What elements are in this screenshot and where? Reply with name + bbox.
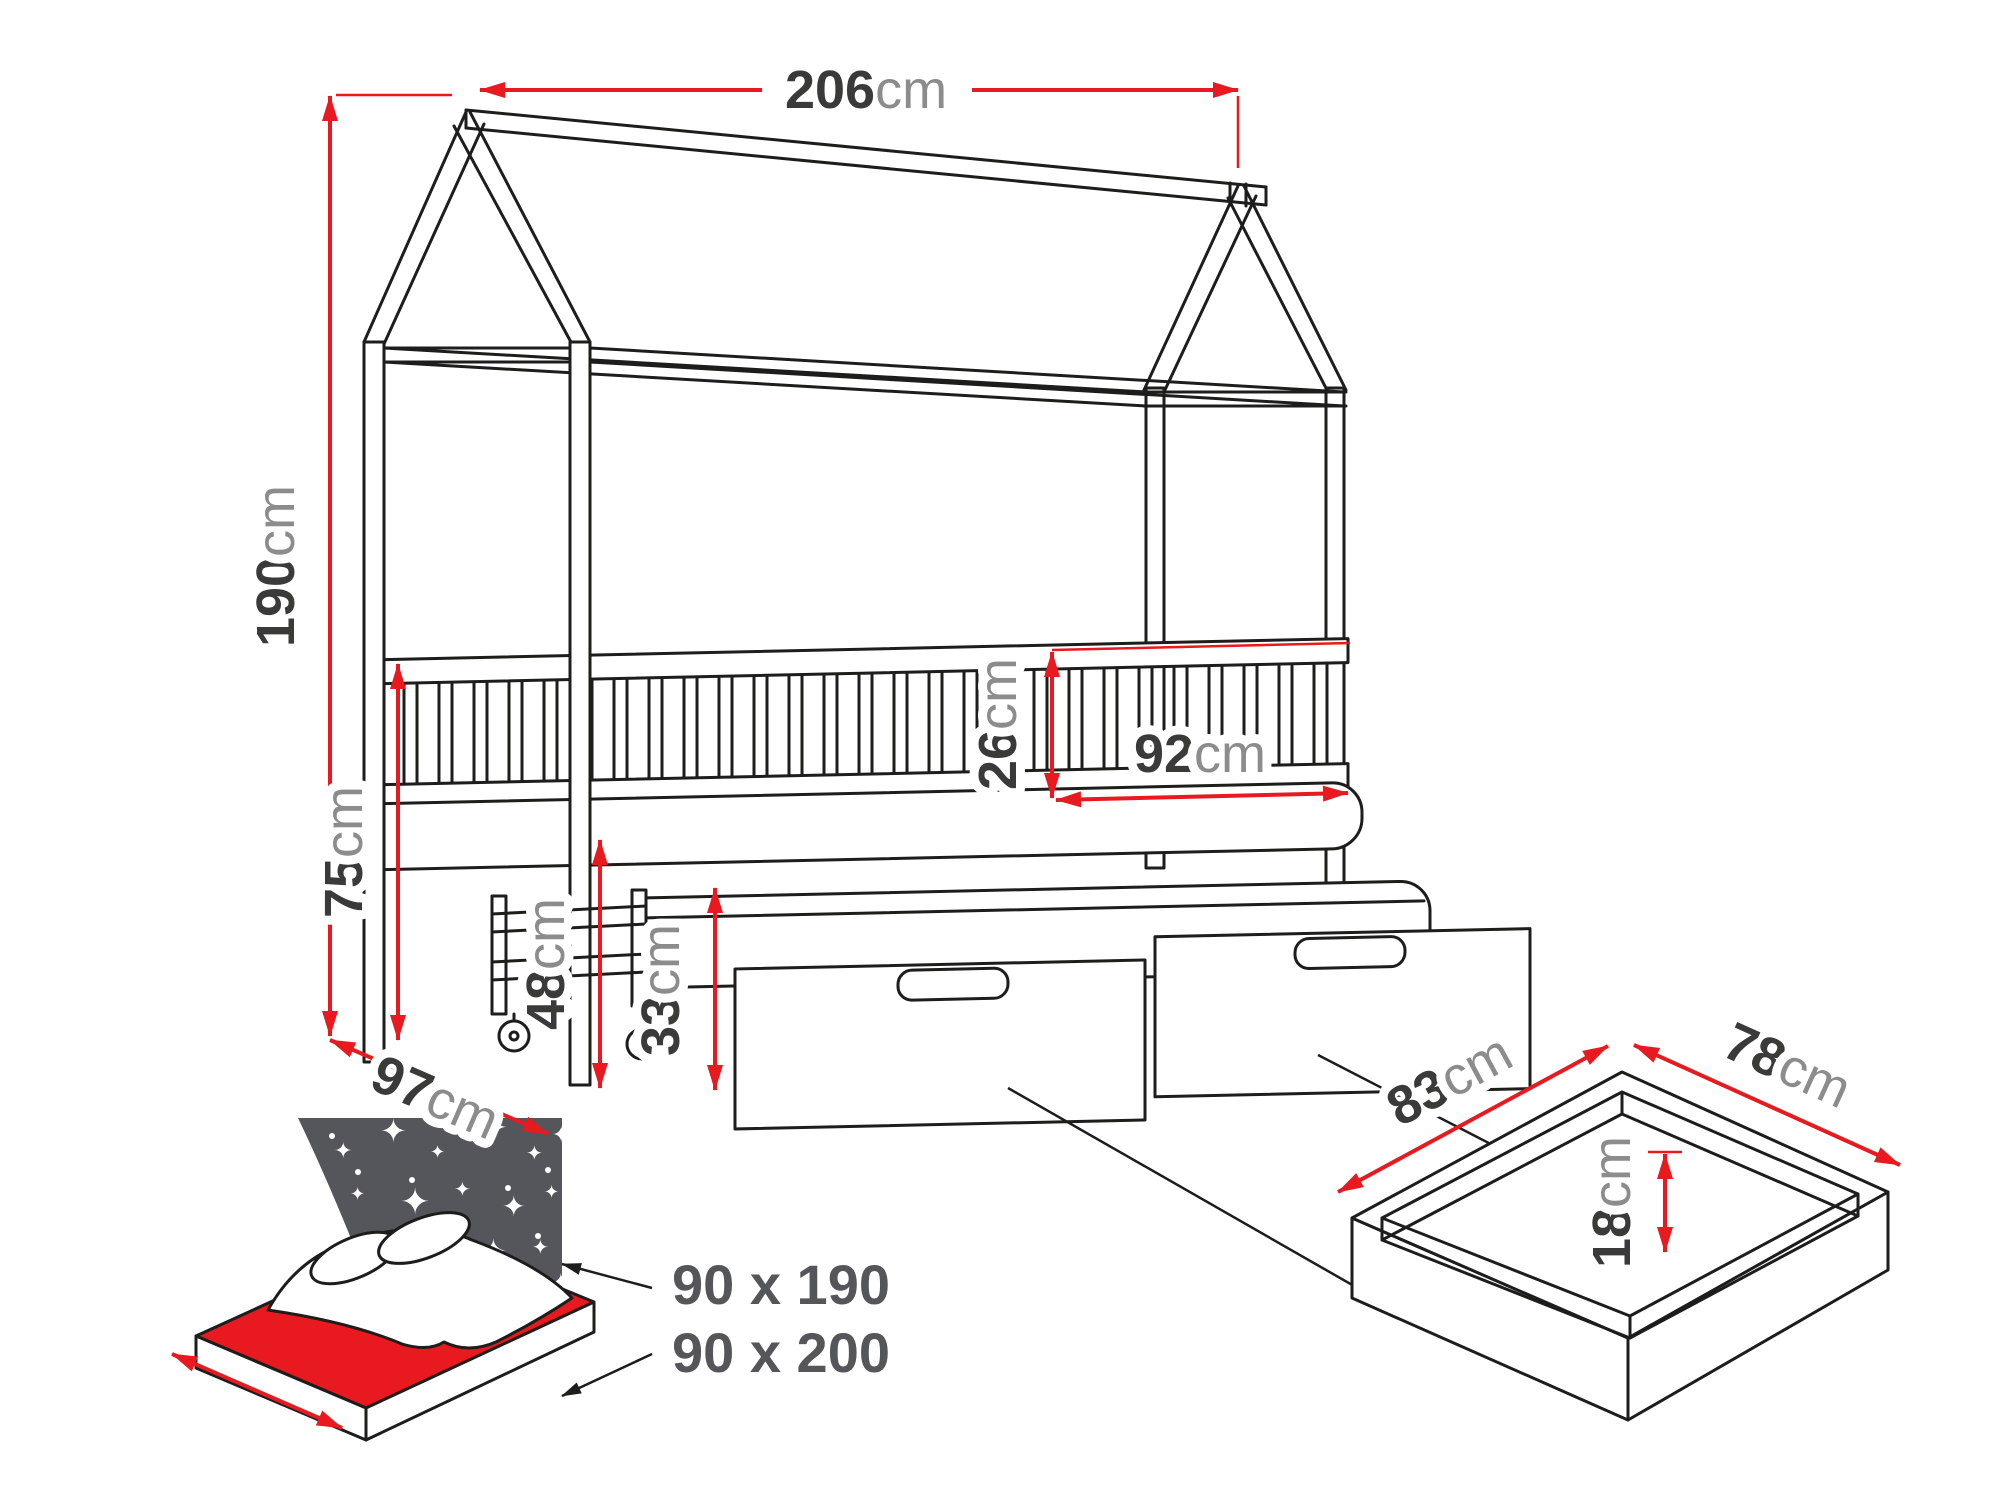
dim-drawer-18: 18cm [1573, 1127, 1682, 1277]
front-left-post [362, 340, 386, 1064]
leader-arrow-bottom [561, 1352, 653, 1398]
svg-text:✦: ✦ [502, 1190, 525, 1223]
dim-bed-surface-75: 75cm [305, 663, 406, 1041]
drawer-left [733, 958, 1147, 1131]
dim-length-206: 206cm [479, 60, 1240, 168]
dim-height-label: 190cm [246, 485, 306, 647]
leader-arrow-top [561, 1262, 653, 1290]
dim-guard-rail-92: 92cm [1055, 715, 1349, 808]
svg-text:✦: ✦ [552, 1123, 570, 1148]
dim-length-label: 206cm [785, 60, 947, 120]
svg-text:✦: ✦ [454, 1177, 471, 1201]
svg-text:✦: ✦ [380, 1112, 407, 1150]
mattress-size-bottom-label: 90 x 200 [672, 1321, 890, 1384]
back-gable [1142, 184, 1240, 392]
dim-trundle-side-33: 33cm [622, 887, 723, 1091]
dim-bed-surface-label: 75cm [314, 786, 374, 918]
mattress-length-arrow [171, 1352, 343, 1430]
front-gable [362, 110, 468, 344]
dim-underbed-label: 48cm [516, 898, 576, 1030]
dim-guard-rail-height-label: 26cm [968, 658, 1028, 790]
svg-text:✦: ✦ [430, 1142, 445, 1163]
dim-trundle-side-label: 33cm [631, 924, 691, 1056]
left-top-plate [382, 346, 1148, 394]
mattress-size-icon: ✦✦✦✦✦✦ ✦✦✦✦✦ ✦✦✦✦✦✦✦ 90 x 190 90 x 200 [171, 1108, 890, 1442]
svg-text:✦: ✦ [544, 1182, 559, 1203]
drawer-right-handle [1293, 935, 1407, 970]
dim-guard-rail-length-label: 92cm [1134, 724, 1266, 784]
svg-text:✦: ✦ [526, 1141, 543, 1165]
front-right-post [568, 340, 592, 1087]
dim-drawer-height-label: 18cm [1582, 1136, 1642, 1268]
pillow [377, 1211, 471, 1265]
dim-underbed-48: 48cm [507, 839, 608, 1089]
svg-text:✦: ✦ [532, 1235, 549, 1259]
svg-text:✦: ✦ [350, 1184, 365, 1205]
dim-guard-rail-26: 26cm [959, 641, 1351, 799]
ridge-beam [464, 108, 1268, 189]
drawer-left-handle [896, 966, 1010, 1002]
dim-height-190: 190cm [237, 93, 452, 1037]
wheel-icon [625, 1027, 659, 1061]
right-top-plate [588, 346, 1346, 394]
svg-text:✦: ✦ [334, 1139, 352, 1164]
dim-drawer-width-label: 78cm [1715, 1011, 1860, 1120]
mattress-size-top-label: 90 x 190 [672, 1253, 890, 1316]
